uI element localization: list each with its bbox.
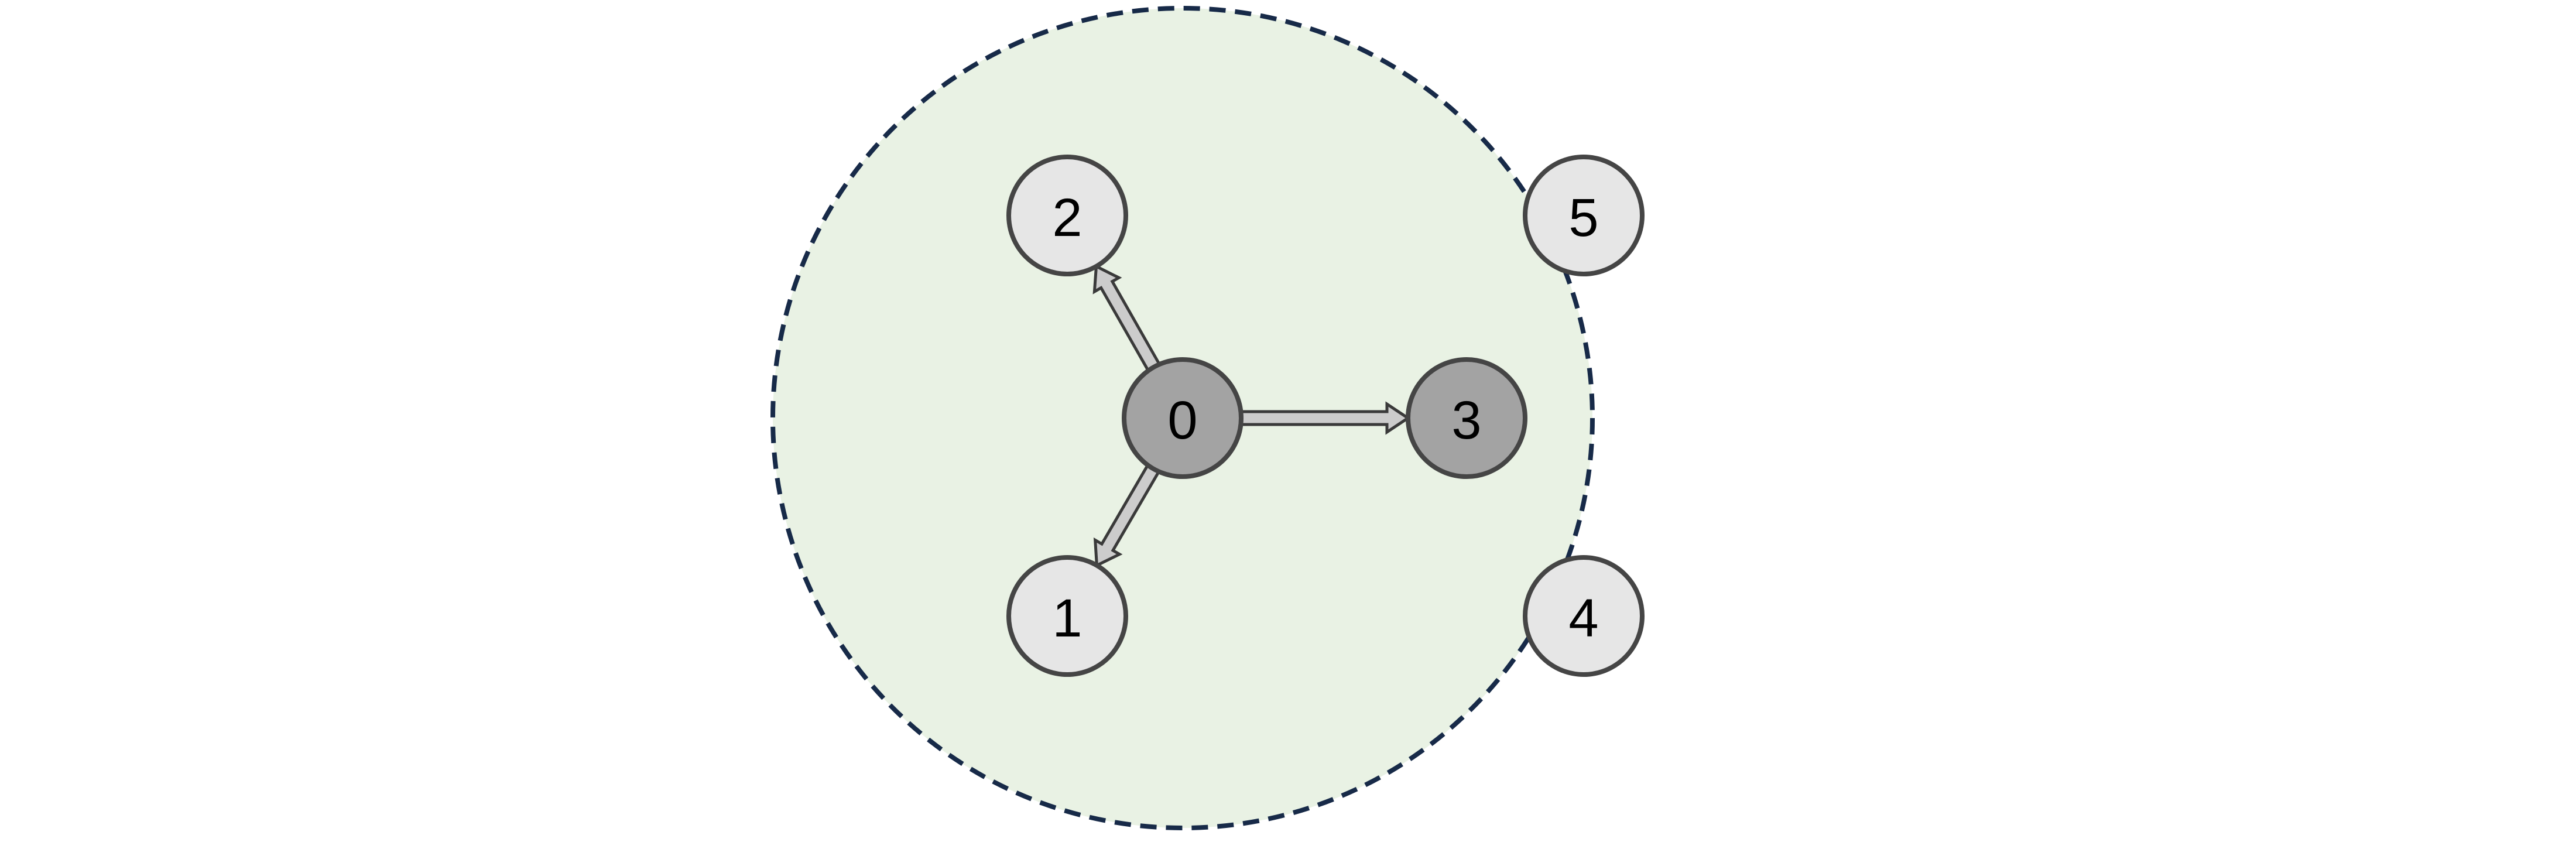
- node-label: 3: [1451, 391, 1481, 450]
- graph-node-4: 4: [1523, 555, 1645, 677]
- graph-node-2: 2: [1006, 155, 1128, 276]
- node-circle: [1006, 555, 1128, 677]
- node-label: 5: [1568, 188, 1598, 248]
- edges-layer: [1092, 263, 1411, 568]
- graph-node-0: 0: [1122, 357, 1244, 479]
- node-circle: [1406, 357, 1527, 479]
- node-circle: [1523, 555, 1645, 677]
- node-circle: [1122, 357, 1244, 479]
- edge-arrow-0-to-1: [1093, 463, 1161, 568]
- node-circle: [1523, 155, 1645, 276]
- node-label: 2: [1052, 188, 1082, 248]
- graph-node-1: 1: [1006, 555, 1128, 677]
- edge-arrow-0-to-3: [1239, 401, 1411, 435]
- graph-node-3: 3: [1406, 357, 1527, 479]
- node-label: 0: [1167, 391, 1197, 450]
- graph-node-5: 5: [1523, 155, 1645, 276]
- node-label: 1: [1052, 588, 1082, 648]
- nodes-layer: 0 1 2 3 4 5: [1006, 155, 1645, 677]
- node-label: 4: [1568, 588, 1598, 648]
- edge-arrow-0-to-2: [1092, 263, 1162, 372]
- node-circle: [1006, 155, 1128, 276]
